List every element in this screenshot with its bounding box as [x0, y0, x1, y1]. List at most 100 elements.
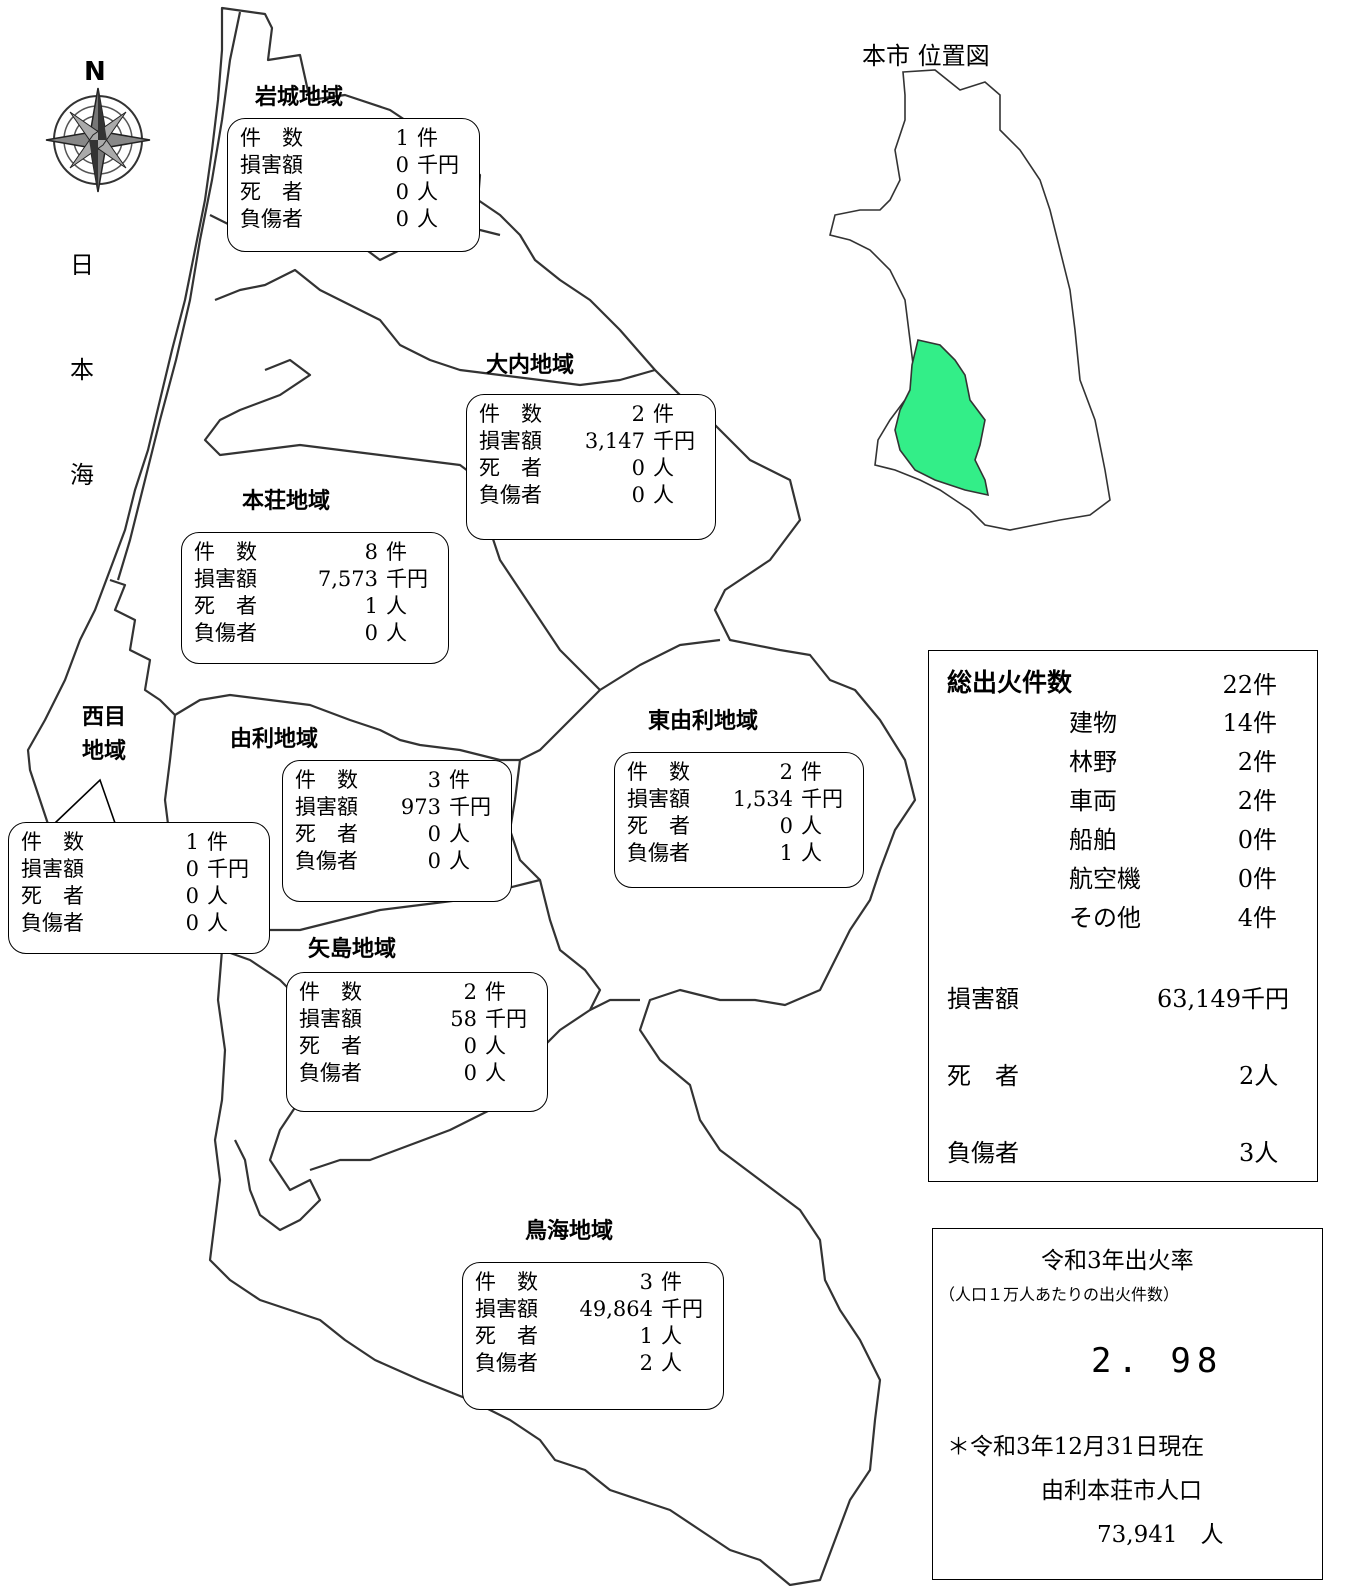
stat-value: 1 [364, 594, 378, 618]
region-name-nishime-line2: 地域 [82, 739, 127, 764]
stat-label: 損害額 [627, 787, 690, 811]
stat-unit: 件 [207, 830, 228, 854]
stat-unit: 人 [207, 884, 228, 908]
stat-label: 死 者 [295, 822, 358, 846]
region-name-nishime-line1: 西目 [82, 705, 127, 730]
fire-rate-panel: 令和3年出火率 （人口１万人あたりの出火件数） 2. 98 ＊令和3年12月31… [932, 1228, 1323, 1580]
stat-unit: 千円 [485, 1007, 527, 1031]
stat-value: 7,573 [317, 567, 378, 591]
population-note-value: 73,941 人 [1097, 1522, 1224, 1548]
stat-value: 0 [463, 1061, 477, 1085]
stat-value: 973 [400, 795, 441, 819]
stat-value: 2 [639, 1351, 653, 1375]
stat-unit: 件 [801, 760, 822, 784]
stat-unit: 千円 [653, 429, 695, 453]
stat-label: 件 数 [299, 980, 362, 1004]
stat-label: 負傷者 [194, 621, 257, 645]
stat-value: 0 [185, 911, 199, 935]
stat-label: 損害額 [295, 795, 358, 819]
stat-unit: 人 [801, 814, 822, 838]
breakdown-label: 林野 [1069, 748, 1117, 776]
region-name-yuri: 由利地域 [230, 727, 319, 752]
stat-label: 負傷者 [479, 483, 542, 507]
region-name-chokai: 鳥海地域 [525, 1219, 614, 1244]
stat-value: 0 [395, 153, 409, 177]
region-name-honjo: 本荘地域 [242, 489, 331, 514]
breakdown-label: 車両 [1069, 787, 1117, 815]
stat-label: 負傷者 [475, 1351, 538, 1375]
total-damage-value: 63,149千円 [1157, 985, 1289, 1013]
stat-value: 49,864 [579, 1297, 653, 1321]
total-deaths-value: 2人 [1239, 1062, 1279, 1090]
stat-value: 0 [364, 621, 378, 645]
stat-unit: 人 [661, 1324, 682, 1348]
fire-rate-subtitle: （人口１万人あたりの出火件数） [939, 1285, 1180, 1304]
stat-unit: 人 [653, 483, 674, 507]
region-name-yashima: 矢島地域 [308, 937, 397, 962]
stat-value: 1 [185, 830, 199, 854]
stat-label: 損害額 [21, 857, 84, 881]
stat-value: 0 [463, 1034, 477, 1058]
total-fires-label: 総出火件数 [947, 668, 1073, 697]
stat-unit: 人 [207, 911, 228, 935]
stat-label: 損害額 [475, 1297, 538, 1321]
breakdown-label: その他 [1069, 904, 1141, 932]
stat-label: 件 数 [240, 126, 303, 150]
stat-label: 死 者 [21, 884, 84, 908]
stat-unit: 人 [485, 1061, 506, 1085]
sea-label-char-3: 海 [70, 461, 94, 489]
stat-unit: 人 [801, 841, 822, 865]
boundary-honjo-ouchi [478, 479, 721, 692]
locator-title: 本市 位置図 [862, 42, 990, 70]
stat-unit: 人 [661, 1351, 682, 1375]
stat-value: 0 [395, 207, 409, 231]
stat-value: 0 [779, 814, 793, 838]
population-note-date: ＊令和3年12月31日現在 [947, 1434, 1205, 1460]
stat-unit: 件 [449, 768, 470, 792]
stat-unit: 人 [449, 849, 470, 873]
stat-value: 0 [427, 849, 441, 873]
region-name-iwaki: 岩城地域 [255, 85, 344, 110]
stat-value: 1 [779, 841, 793, 865]
stat-label: 負傷者 [295, 849, 358, 873]
stat-unit: 人 [417, 207, 438, 231]
stat-unit: 人 [386, 594, 407, 618]
stat-value: 0 [185, 857, 199, 881]
stat-label: 死 者 [299, 1034, 362, 1058]
stat-label: 件 数 [295, 768, 358, 792]
stat-value: 0 [427, 822, 441, 846]
breakdown-label: 建物 [1069, 709, 1117, 737]
locator-city-highlight [894, 339, 990, 497]
stat-label: 件 数 [627, 760, 690, 784]
stat-unit: 人 [386, 621, 407, 645]
total-damage-label: 損害額 [947, 985, 1019, 1013]
stat-value: 1 [395, 126, 409, 150]
breakdown-value: 14件 [1222, 709, 1277, 737]
stat-label: 損害額 [479, 429, 542, 453]
stat-value: 2 [463, 980, 477, 1004]
